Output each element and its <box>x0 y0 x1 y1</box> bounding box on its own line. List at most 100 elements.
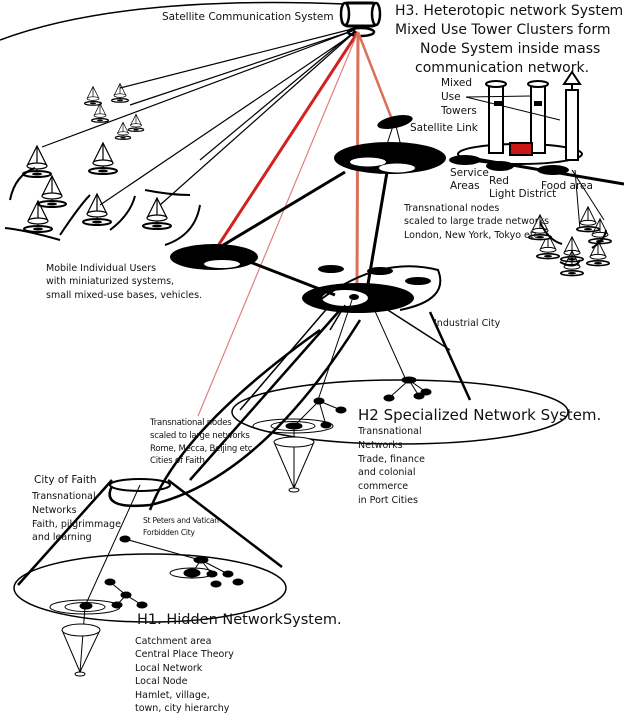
label-line: Use <box>441 91 461 104</box>
mobile-user-links <box>41 27 357 206</box>
h1-title: H1. Hidden NetworkSystem. <box>137 612 342 628</box>
mobile-unit-icon <box>535 232 561 260</box>
mobile-unit-icon <box>142 196 172 230</box>
mobile-unit-icon <box>114 121 132 140</box>
mobile-unit-icon <box>23 199 53 233</box>
satellite-link-label: Satellite Link <box>410 122 478 134</box>
movement-arrow-icon <box>559 259 581 267</box>
city-of-faith-description: Transnational Networks Faith, pilgrimmag… <box>32 490 121 545</box>
mobile-unit-icon <box>110 82 130 103</box>
st-peters-label: St Peters and Vatican Forbidden City <box>143 515 219 539</box>
label-line: small mixed-use bases, vehicles. <box>46 289 203 301</box>
mobile-unit-icon <box>527 213 553 241</box>
h2-title: H2 Specialized Network System. <box>358 406 602 424</box>
label-line: Transnational <box>32 491 96 502</box>
label-line: scaled to large networks <box>150 430 250 441</box>
satellite-link-dish <box>377 115 413 129</box>
label-line: Transnational nodes <box>404 203 500 214</box>
service-areas-label: Service Areas <box>450 167 489 193</box>
industrial-city-lines <box>239 304 451 411</box>
mobile-unit-icon <box>585 239 611 267</box>
mobile-unit-icon <box>82 192 112 226</box>
label-line: Networks <box>32 504 77 516</box>
mobile-unit-icon <box>90 102 110 123</box>
label-line: Central Place Theory <box>135 649 234 661</box>
label-line: Light District <box>489 188 557 201</box>
movement-arrow-icon <box>591 229 607 249</box>
mobile-users-label: Mobile Individual Users with miniaturize… <box>46 262 202 302</box>
label-line: Areas <box>450 180 480 193</box>
label-line: and learning <box>32 532 92 544</box>
movement-arrow-icon <box>164 204 201 246</box>
label-line: town, city hierarchy <box>135 703 230 715</box>
mobile-unit-icon <box>559 249 585 277</box>
mixed-use-tower-cluster <box>457 70 624 186</box>
label-line: Networks <box>358 439 403 451</box>
food-area-label: Food area <box>541 180 593 192</box>
city-of-faith-title: City of Faith <box>34 474 97 486</box>
red-link-faith-node <box>197 31 359 417</box>
movement-arrow-icon <box>59 194 91 236</box>
tower-ground-areas <box>449 155 569 175</box>
label-line: Trade, finance <box>358 453 425 465</box>
label-line: Red <box>489 175 509 187</box>
movement-arrow-icon <box>9 167 36 201</box>
satellite-orbit-arc <box>0 1 346 41</box>
label-line: Hamlet, village, <box>135 689 210 701</box>
mobile-base-hub <box>170 244 258 270</box>
h2-description: Transnational Networks Trade, finance an… <box>358 425 425 508</box>
transnational-trade-label: Transnational nodes scaled to large trad… <box>404 202 549 242</box>
faith-connection-arc <box>108 319 362 508</box>
h2-catchment-ellipse <box>231 379 569 445</box>
label-line: Transnational nodes <box>150 418 232 428</box>
h1-local-network <box>49 484 244 677</box>
mixed-use-pointer <box>465 96 561 121</box>
mobile-user-units <box>4 82 613 277</box>
transnational-faith-label: Transnational nodes scaled to large netw… <box>150 417 252 468</box>
label-line: Rome, Mecca, Beijing etc <box>150 443 253 454</box>
label-line: with miniaturized systems, <box>46 276 175 288</box>
h3-title-line: H3. Heterotopic network System. <box>395 3 624 19</box>
label-line: Faith, pilgrimmage <box>32 518 121 530</box>
mobile-unit-icon <box>127 113 145 132</box>
label-line: Catchment area <box>135 636 212 647</box>
red-link-satellite-dish <box>356 31 395 123</box>
upper-hub-node <box>334 142 446 174</box>
h1-cone <box>17 479 283 586</box>
industrial-city-label: Industrial City <box>434 318 501 329</box>
label-line: Mixed <box>441 77 472 89</box>
city-of-faith-ring <box>109 478 171 492</box>
h2-local-network <box>252 299 432 493</box>
red-satellite-links <box>197 31 395 417</box>
trade-network-loop <box>319 265 442 311</box>
movement-arrow-icon <box>4 227 61 241</box>
label-line: commerce <box>358 481 409 493</box>
red-link-mobile-base <box>210 31 360 256</box>
h3-title-line: communication network. <box>415 59 590 76</box>
label-line: Transnational <box>358 426 422 437</box>
h3-title-line: Node System inside mass <box>420 40 601 57</box>
label-line: and colonial <box>358 467 416 479</box>
satellite-icon <box>339 1 382 38</box>
label-line: Forbidden City <box>143 528 195 537</box>
movement-arrow-icon <box>109 195 136 231</box>
label-line: Service <box>450 167 489 179</box>
label-line: Local Network <box>135 662 203 674</box>
h1-catchment-ellipse <box>13 553 287 623</box>
label-line: in Port Cities <box>358 494 418 506</box>
mobile-unit-icon <box>37 174 67 208</box>
hub-connections <box>214 170 389 297</box>
satellite-system-label: Satellite Communication System <box>162 11 334 23</box>
h3-title-line: Mixed Use Tower Clusters form <box>395 21 611 38</box>
label-line: scaled to large trade networks <box>404 216 550 228</box>
movement-arrow-icon <box>539 221 563 245</box>
movement-arrow-icon <box>144 189 191 196</box>
label-line: Cities of Faith <box>150 456 205 467</box>
h3-title: H3. Heterotopic network System. Mixed Us… <box>395 2 624 78</box>
label-line: Local Node <box>135 676 188 688</box>
mixed-use-towers-label: Mixed Use Towers <box>441 76 477 119</box>
red-light-district-label: Red Light District <box>489 175 556 201</box>
mobile-unit-icon <box>88 141 118 175</box>
label-line: Towers <box>441 105 477 118</box>
